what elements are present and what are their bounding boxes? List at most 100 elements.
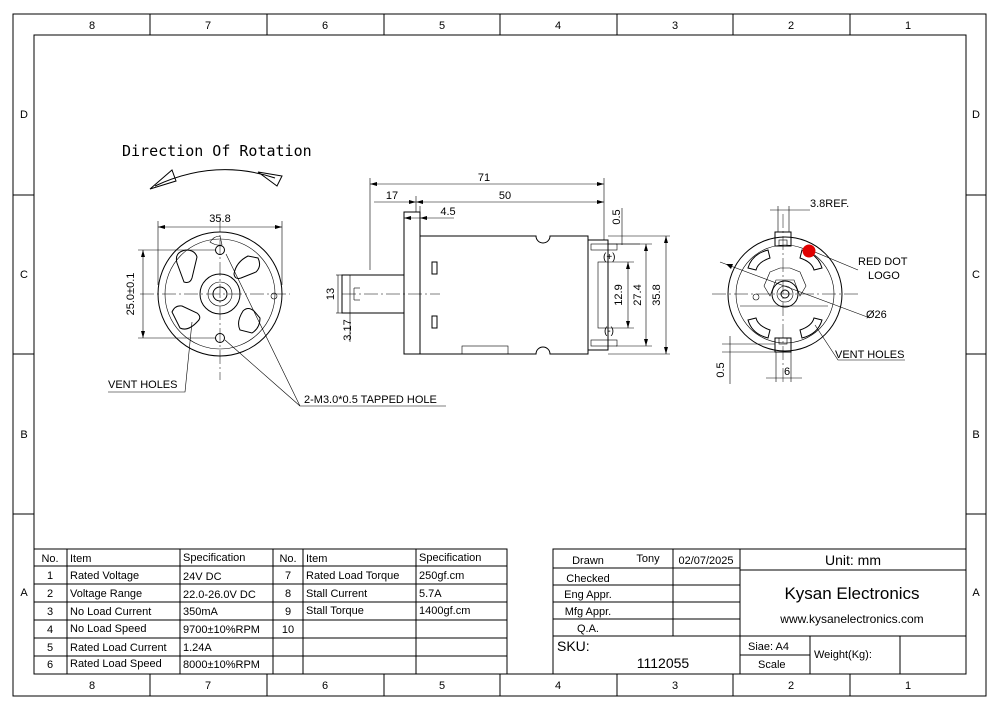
- zone-row-label: C: [20, 269, 28, 281]
- spec-row-value: 24V DC: [183, 571, 222, 583]
- zone-col-label: 1: [905, 680, 911, 692]
- zone-row-label: A: [972, 587, 980, 599]
- company-name: Kysan Electronics: [784, 584, 919, 603]
- side-view: [336, 178, 670, 355]
- tapped-hole-label: 2-M3.0*0.5 TAPPED HOLE: [304, 394, 437, 406]
- rear-vent-holes-label: VENT HOLES: [835, 349, 905, 361]
- company-website: www.kysanelectronics.com: [779, 612, 923, 626]
- side-dim-term-gap: 12.9: [613, 284, 625, 305]
- front-dim-hole-spacing: 25.0±0.1: [125, 273, 137, 316]
- drawn-label: Drawn: [572, 555, 604, 567]
- spec-row-value: 1400gf.cm: [419, 605, 470, 617]
- zone-col-label: 4: [555, 20, 561, 32]
- rotation-arrow-left: [149, 169, 177, 190]
- zone-col-label: 4: [555, 680, 561, 692]
- side-dim-boss: 4.5: [440, 206, 455, 218]
- title-block-grid: [552, 548, 967, 675]
- spec-header-no: No.: [41, 553, 58, 565]
- sku-value: 1112055: [637, 655, 690, 671]
- logo-label: LOGO: [868, 270, 900, 282]
- spec-row-value: 8000±10%RPM: [183, 659, 260, 671]
- zone-col-label: 3: [672, 20, 678, 32]
- side-dim-shaft-len: 13: [325, 288, 337, 300]
- spec-header-item: Item: [306, 553, 327, 565]
- sku-label: SKU:: [557, 638, 590, 654]
- zone-col-label: 2: [788, 20, 794, 32]
- side-dim-outer: 35.8: [651, 284, 663, 305]
- zone-col-label: 6: [322, 680, 328, 692]
- terminal-plus-label: (+): [603, 252, 616, 263]
- checked-label: Checked: [566, 573, 609, 585]
- spec-row-item: No Load Current: [70, 606, 151, 618]
- eng-appr-label: Eng Appr.: [564, 589, 612, 601]
- qa-label: Q.A.: [577, 623, 599, 635]
- rotation-title: Direction Of Rotation: [122, 142, 312, 160]
- zone-ticks: [13, 14, 986, 696]
- spec-row-value: 250gf.cm: [419, 570, 464, 582]
- zone-col-label: 2: [788, 680, 794, 692]
- zone-row-label: C: [972, 269, 980, 281]
- zone-col-label: 8: [89, 680, 95, 692]
- spec-row-value: 5.7A: [419, 588, 442, 600]
- red-dot-label: RED DOT: [858, 256, 908, 268]
- zone-col-label: 5: [439, 680, 445, 692]
- size-label: Siae: A4: [748, 641, 789, 653]
- unit-label: Unit: mm: [825, 552, 881, 568]
- zone-col-label: 1: [905, 20, 911, 32]
- drawing-date: 02/07/2025: [678, 555, 733, 567]
- spec-row-no: 7: [285, 570, 291, 582]
- zone-row-label: B: [20, 429, 27, 441]
- drawn-by: Tony: [636, 553, 660, 565]
- rear-dim-offset: 0.5: [715, 362, 727, 377]
- side-dim-terminal-offset: 0.5: [611, 209, 623, 224]
- spec-table-grid: [33, 548, 508, 675]
- scale-label: Scale: [758, 659, 786, 671]
- spec-header-item: Item: [70, 553, 91, 565]
- rear-view: [712, 206, 905, 384]
- spec-row-item: Rated Load Torque: [306, 570, 399, 582]
- front-view: [108, 218, 446, 407]
- spec-row-no: 5: [47, 642, 53, 654]
- zone-row-label: D: [972, 109, 980, 121]
- zone-col-label: 7: [205, 20, 211, 32]
- front-dim-width: 35.8: [209, 213, 230, 225]
- zone-row-label: A: [20, 587, 28, 599]
- side-dim-shaft-dia: 3.17: [342, 319, 354, 340]
- zone-col-label: 5: [439, 20, 445, 32]
- spec-row-item: Voltage Range: [70, 588, 142, 600]
- zone-col-label: 8: [89, 20, 95, 32]
- rear-dim-ref: 3.8REF.: [810, 198, 849, 210]
- spec-row-value: 350mA: [183, 606, 219, 618]
- side-dim-body: 50: [499, 190, 511, 202]
- zone-col-label: 7: [205, 680, 211, 692]
- rotation-arrow-right: [257, 171, 283, 187]
- spec-row-no: 10: [282, 624, 294, 636]
- front-vent-holes-label: VENT HOLES: [108, 379, 178, 391]
- red-dot-logo-marker: [802, 244, 816, 258]
- mfg-appr-label: Mfg Appr.: [565, 606, 611, 618]
- zone-row-label: D: [20, 109, 28, 121]
- spec-row-no: 3: [47, 606, 53, 618]
- spec-row-no: 1: [47, 570, 53, 582]
- spec-row-item: Stall Current: [306, 588, 367, 600]
- spec-row-no: 2: [47, 588, 53, 600]
- side-dim-inner: 27.4: [632, 284, 644, 305]
- spec-row-no: 8: [285, 588, 291, 600]
- spec-row-no: 9: [285, 606, 291, 618]
- spec-row-item: No Load Speed: [70, 623, 146, 635]
- zone-col-label: 6: [322, 20, 328, 32]
- spec-header-spec: Specification: [419, 552, 481, 564]
- zone-col-label: 3: [672, 680, 678, 692]
- spec-row-no: 6: [47, 659, 53, 671]
- side-dim-shaft: 17: [386, 190, 398, 202]
- weight-label: Weight(Kg):: [814, 649, 872, 661]
- spec-header-spec: Specification: [183, 552, 245, 564]
- spec-row-value: 22.0-26.0V DC: [183, 589, 256, 601]
- terminal-minus-label: (-): [604, 326, 614, 337]
- spec-row-value: 9700±10%RPM: [183, 624, 260, 636]
- spec-row-value: 1.24A: [183, 642, 212, 654]
- spec-row-item: Rated Load Speed: [70, 658, 162, 670]
- spec-header-no: No.: [279, 553, 296, 565]
- side-dim-total: 71: [478, 172, 490, 184]
